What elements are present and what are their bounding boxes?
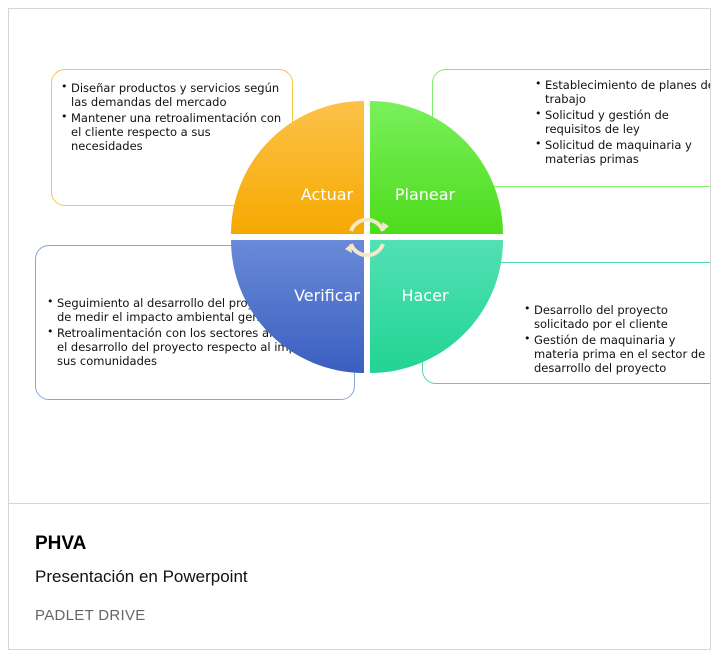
planear-label: Planear: [395, 185, 456, 204]
actuar-label: Actuar: [301, 185, 354, 204]
actuar-item: Diseñar productos y servicios según las …: [61, 80, 284, 109]
actuar-textbox: Diseñar productos y servicios según las …: [51, 69, 293, 206]
cycle-arrows-icon: [345, 217, 389, 258]
verificar-label: Verificar: [294, 286, 360, 305]
hacer-item: Gestión de maquinaria y materia prima en…: [524, 332, 710, 375]
verificar-quadrant: [231, 240, 364, 373]
planear-item: Solicitud y gestión de requisitos de ley: [535, 107, 710, 136]
attachment-source: PADLET DRIVE: [35, 607, 146, 624]
hacer-item: Desarrollo del proyecto solicitado por e…: [524, 302, 710, 331]
attachment-title[interactable]: Presentación en Powerpoint: [35, 567, 248, 586]
hacer-quadrant: [370, 240, 503, 373]
phva-cycle-diagram: Actuar Planear Verificar Hacer: [231, 101, 503, 373]
planear-item: Solicitud de maquinaria y materias prima…: [535, 137, 710, 166]
padlet-card[interactable]: Diseñar productos y servicios según las …: [8, 8, 711, 650]
post-title[interactable]: PHVA: [35, 533, 87, 554]
attachment-preview[interactable]: Diseñar productos y servicios según las …: [9, 9, 710, 503]
card-divider: [9, 503, 710, 504]
planear-textbox: Establecimiento de planes de trabajo Sol…: [432, 69, 710, 187]
actuar-item: Mantener una retroalimentación con el cl…: [61, 110, 284, 153]
actuar-quadrant: [231, 101, 364, 234]
planear-quadrant: [370, 101, 503, 234]
hacer-label: Hacer: [401, 286, 448, 305]
planear-item: Establecimiento de planes de trabajo: [535, 77, 710, 106]
